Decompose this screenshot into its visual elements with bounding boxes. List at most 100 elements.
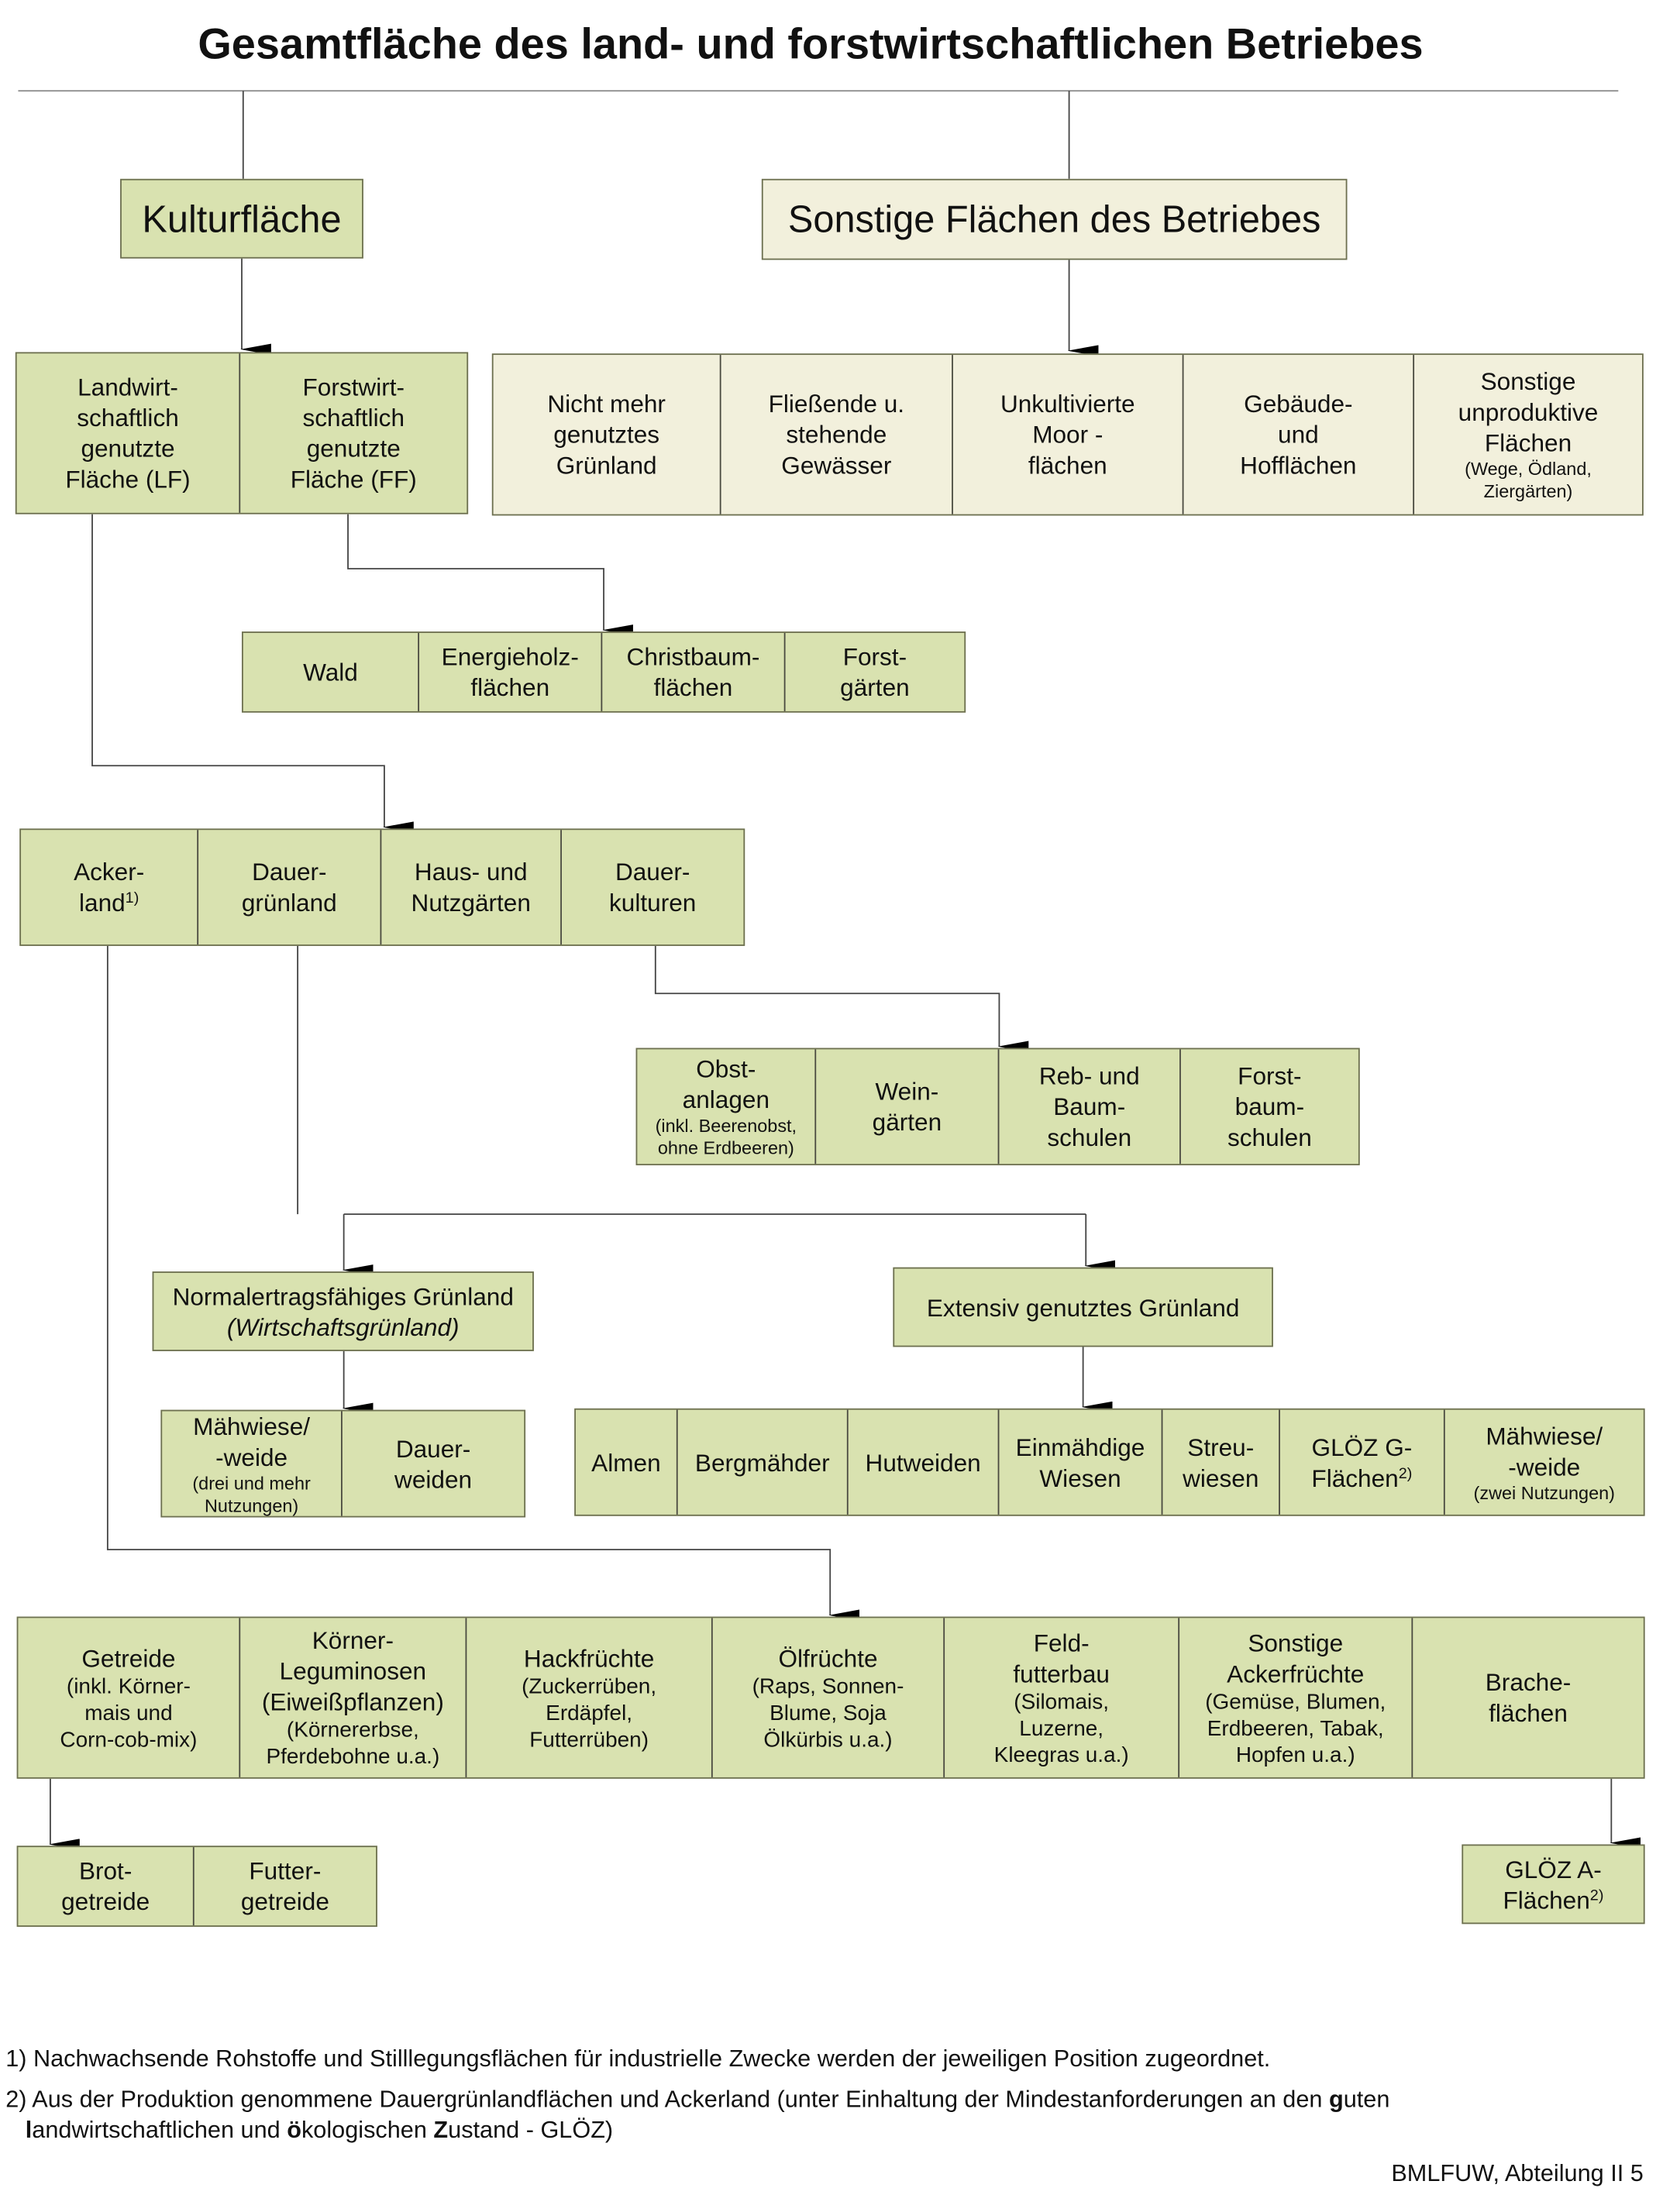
category-label: GLÖZ A- [1505,1853,1602,1884]
category-label: Grünland [556,450,657,481]
label-text: Mähwiese/ [193,1412,311,1440]
category-cell: Wald [243,632,420,711]
label-text: Sonstige Flächen des Betriebes [787,198,1321,241]
footnote-text: uten [1343,2086,1390,2113]
category-label: Ackerfrüchte [1227,1658,1364,1689]
category-label: flächen [470,672,549,703]
category-note: Pferdebohne u.a.) [266,1745,440,1770]
category-note: (inkl. Körner- [66,1674,191,1699]
category-note: (zwei Nutzungen) [1473,1481,1615,1503]
category-label: gärten [873,1106,942,1137]
category-cell: GLÖZ G-Flächen2) [1280,1409,1445,1515]
category-cell: Sonstige Flächen des Betriebes [763,181,1346,259]
category-label: flächen [1489,1698,1568,1729]
label-text: Gebäude- [1244,390,1353,418]
label-text: wiesen [1183,1464,1259,1492]
category-label: Forst- [1238,1061,1301,1092]
label-text: Christbaum- [626,642,760,671]
label-text: genutzte [81,434,175,463]
footnote-text: 2) Aus der Produktion genommene Dauergrü… [5,2086,1329,2113]
category-label: Sonstige [1248,1627,1343,1658]
category-label: Mähwiese/ [193,1411,310,1442]
category-label: Sonstige [1481,366,1576,397]
category-label: Leguminosen [280,1656,426,1687]
source-credit: BMLFUW, Abteilung II 5 [1391,2160,1644,2187]
category-label: Fläche (FF) [291,464,417,495]
label-text: Futter- [249,1856,322,1885]
footnote-marker: 2) [1398,1464,1413,1482]
label-text: Baum- [1053,1092,1126,1121]
category-label: Ölfrüchte [778,1643,877,1674]
category-label: schulen [1227,1122,1312,1153]
label-text: Wald [303,658,358,686]
label-text: weiden [394,1464,473,1493]
category-label: getreide [241,1887,329,1918]
label-text: Flächen [1503,1885,1590,1914]
category-note: Erdbeeren, Tabak, [1207,1716,1384,1741]
category-label: Hutweiden [866,1447,981,1478]
footnote: 2) Aus der Produktion genommene Dauergrü… [5,2085,1389,2116]
arrow-to-acker-types [106,945,860,1621]
category-label: genutzte [307,433,401,464]
label-text: Streu- [1187,1433,1255,1461]
category-note: Erdäpfel, [546,1701,633,1725]
category-cell: Bergmähder [678,1409,849,1515]
category-note: (Silomais, [1014,1690,1110,1714]
category-cell: Forst-gärten [786,633,965,711]
category-label: Sonstige Flächen des Betriebes [788,198,1321,240]
category-note: Blume, Soja [770,1701,887,1725]
category-label: flächen [1028,450,1107,481]
label-text: gärten [840,673,910,702]
category-label: schulen [1047,1122,1131,1153]
label-text: flächen [470,673,550,702]
category-cell: Kulturfläche [122,181,362,257]
category-label: Acker- [74,856,144,887]
category-cell: GLÖZ A-Flächen2) [1463,1846,1644,1922]
box-sonstige-betrieb: Sonstige Flächen des Betriebes [761,178,1348,260]
label-text: Getreide [81,1643,176,1672]
category-label: gärten [840,672,909,703]
category-label: Nutzgärten [411,887,531,918]
label-text: Leguminosen [279,1656,427,1685]
label-text: Hackfrüchte [523,1643,655,1672]
label-text: Forstwirt- [302,373,405,401]
footnote-text: Z [433,2117,449,2144]
category-label: wiesen [1183,1462,1258,1493]
category-cell: Dauer-grünland [198,830,382,945]
label-text: genutztes [553,420,660,449]
label-text: -weide [215,1443,288,1471]
category-label: Landwirt- [77,372,178,403]
label-text: flächen [653,673,733,702]
label-text: anlagen [682,1085,770,1114]
category-label: Fläche (LF) [65,464,190,495]
label-text: land [79,888,126,917]
label-text: Nutzgärten [411,888,531,917]
category-label: Christbaum- [627,642,760,673]
category-cell: Mähwiese/-weide(zwei Nutzungen) [1445,1410,1644,1515]
category-note: (Körnererbse, [286,1718,419,1742]
label-text: -weide [1508,1452,1581,1481]
category-note: (drei und mehr [192,1471,311,1493]
box-normal: Normalertragsfähiges Grünland(Wirtschaft… [152,1271,534,1351]
category-label: (Eiweißpflanzen) [262,1687,444,1718]
label-text: Grünland [556,451,657,480]
category-label: Normalertragsfähiges Grünland [173,1281,514,1312]
category-label: Dauer- [396,1433,470,1464]
label-text: getreide [61,1887,150,1916]
label-text: unproduktive [1458,397,1599,427]
category-label: Moor - [1032,419,1103,450]
label-text: getreide [240,1887,329,1916]
label-text: Ölfrüchte [778,1643,878,1672]
diagram-title: Gesamtfläche des land- und forstwirtscha… [198,19,1424,69]
